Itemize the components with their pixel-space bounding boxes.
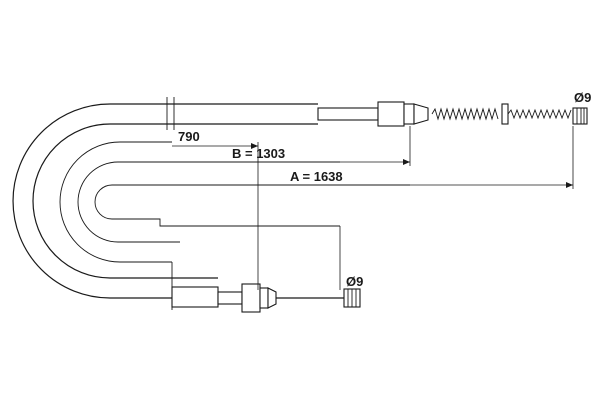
bend-guide-line-1 bbox=[59, 141, 172, 263]
bottom-adjuster-nut bbox=[259, 287, 269, 309]
top-adjuster-body bbox=[377, 101, 405, 127]
bend-guide-line-2 bbox=[77, 161, 340, 243]
dim-b-label: B = 1303 bbox=[232, 146, 285, 161]
top-adjuster-nut bbox=[403, 103, 415, 125]
top-sleeve bbox=[317, 107, 379, 121]
bottom-adjuster-body bbox=[241, 283, 261, 313]
dim-a-label: A = 1638 bbox=[290, 169, 343, 184]
lower-tube bbox=[171, 286, 219, 308]
dim-a-arrow bbox=[566, 182, 573, 188]
top-end-assembly: Ø9 bbox=[166, 90, 591, 130]
top-cone bbox=[413, 103, 429, 125]
sheath-inner-line bbox=[32, 123, 318, 279]
cable-sheath bbox=[12, 103, 410, 310]
top-thread bbox=[507, 108, 572, 120]
bottom-diameter-label: Ø9 bbox=[346, 274, 363, 289]
bottom-cone bbox=[267, 287, 277, 309]
dim-b-arrow bbox=[403, 159, 410, 165]
top-diameter-label: Ø9 bbox=[574, 90, 591, 105]
dim-790-arrow bbox=[251, 143, 258, 149]
bend-guide-line-3 bbox=[94, 184, 410, 227]
bottom-sleeve bbox=[217, 291, 243, 305]
top-spring-stop bbox=[501, 103, 509, 125]
dim-790-label: 790 bbox=[178, 129, 200, 144]
top-spring bbox=[431, 107, 499, 121]
top-end-nipple bbox=[572, 107, 588, 125]
dimension-lines: 790 B = 1303 A = 1638 bbox=[172, 126, 574, 290]
bottom-end-assembly: Ø9 bbox=[217, 274, 363, 313]
sheath-outer-line bbox=[12, 103, 318, 299]
